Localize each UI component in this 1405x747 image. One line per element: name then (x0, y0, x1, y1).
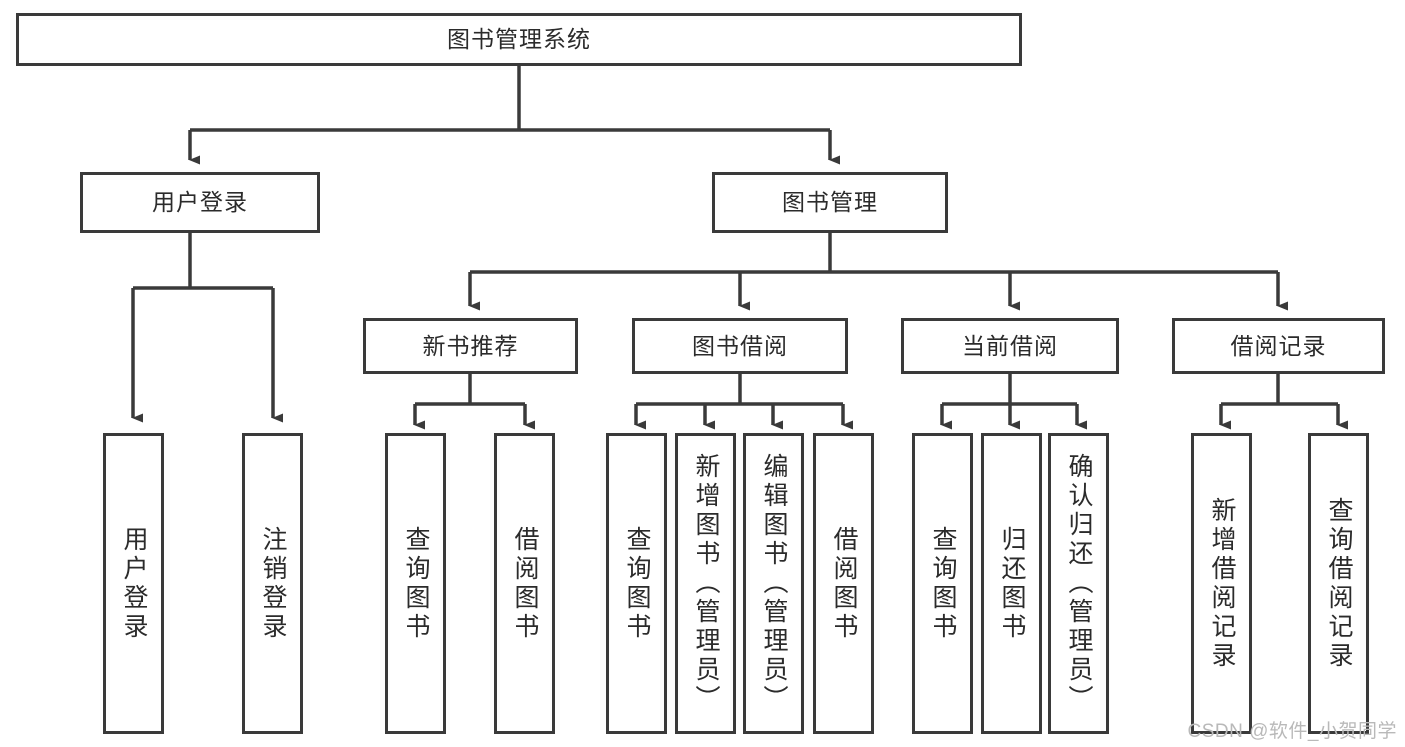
node-book-borrow[interactable]: 图书借阅 (632, 318, 848, 374)
node-leaf-edit-book[interactable]: 编辑图书（管理员） (743, 433, 804, 734)
node-current-borrow-label: 当前借阅 (962, 332, 1058, 359)
node-leaf-edit-book-label: 编辑图书（管理员） (760, 453, 788, 714)
node-leaf-query-book-3-label: 查询图书 (929, 525, 957, 642)
node-leaf-add-borrow-record[interactable]: 新增借阅记录 (1191, 433, 1252, 734)
node-leaf-return-book-label: 归还图书 (998, 525, 1026, 642)
node-borrow-record-label: 借阅记录 (1230, 332, 1327, 359)
node-leaf-query-book-3[interactable]: 查询图书 (912, 433, 973, 734)
node-book-manage-label: 图书管理 (782, 189, 878, 216)
node-current-borrow[interactable]: 当前借阅 (901, 318, 1119, 374)
node-root-label: 图书管理系统 (447, 26, 591, 53)
node-leaf-borrow-book-1-label: 借阅图书 (511, 525, 539, 642)
node-leaf-user-login[interactable]: 用户登录 (103, 433, 164, 734)
node-new-book-recommend-label: 新书推荐 (422, 332, 519, 359)
node-leaf-logout-login[interactable]: 注销登录 (242, 433, 303, 734)
node-book-borrow-label: 图书借阅 (692, 332, 788, 359)
node-user-login[interactable]: 用户登录 (80, 172, 320, 233)
node-leaf-borrow-book-2-label: 借阅图书 (830, 525, 858, 642)
node-root[interactable]: 图书管理系统 (16, 13, 1022, 66)
node-leaf-query-book-1[interactable]: 查询图书 (385, 433, 446, 734)
node-leaf-confirm-return-label: 确认归还（管理员） (1065, 453, 1093, 714)
node-leaf-add-book-label: 新增图书（管理员） (692, 453, 720, 714)
node-leaf-add-borrow-record-label: 新增借阅记录 (1208, 496, 1236, 671)
node-leaf-add-book[interactable]: 新增图书（管理员） (675, 433, 736, 734)
node-leaf-confirm-return[interactable]: 确认归还（管理员） (1048, 433, 1109, 734)
node-leaf-query-borrow-record[interactable]: 查询借阅记录 (1308, 433, 1369, 734)
node-leaf-query-book-1-label: 查询图书 (402, 525, 430, 642)
node-borrow-record[interactable]: 借阅记录 (1172, 318, 1385, 374)
node-leaf-query-borrow-record-label: 查询借阅记录 (1325, 496, 1353, 671)
node-leaf-borrow-book-1[interactable]: 借阅图书 (494, 433, 555, 734)
node-leaf-query-book-2-label: 查询图书 (623, 525, 651, 642)
node-new-book-recommend[interactable]: 新书推荐 (363, 318, 578, 374)
node-user-login-label: 用户登录 (152, 189, 248, 216)
node-leaf-query-book-2[interactable]: 查询图书 (606, 433, 667, 734)
node-leaf-user-login-label: 用户登录 (120, 525, 148, 642)
node-leaf-return-book[interactable]: 归还图书 (981, 433, 1042, 734)
node-leaf-logout-login-label: 注销登录 (259, 525, 287, 642)
node-book-manage[interactable]: 图书管理 (712, 172, 948, 233)
node-leaf-borrow-book-2[interactable]: 借阅图书 (813, 433, 874, 734)
